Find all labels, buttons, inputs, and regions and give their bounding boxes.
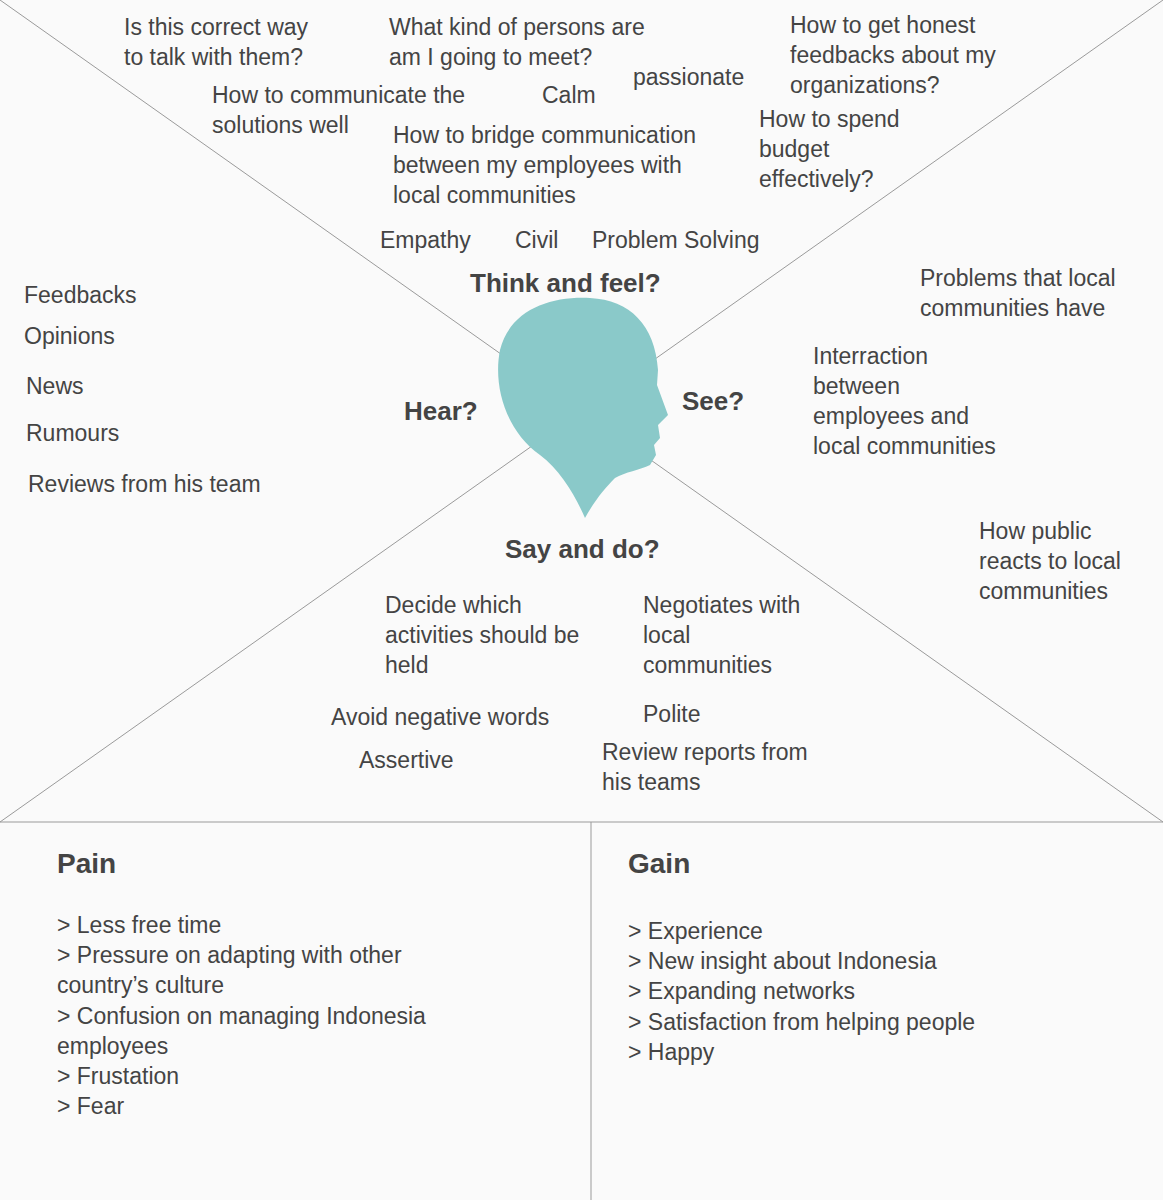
think-feel-quadrant: Think and feel? Is this correct way to ta…: [0, 0, 1163, 411]
map-note: > Fear: [57, 1091, 477, 1121]
map-note: Empathy: [380, 225, 500, 255]
map-note: How public reacts to local communities: [979, 516, 1139, 606]
map-note: Problem Solving: [592, 225, 782, 255]
map-note: Reviews from his team: [28, 469, 298, 499]
map-note: > Expanding networks: [628, 976, 1108, 1006]
map-note: How to bridge communication between my e…: [393, 120, 723, 210]
map-note: Avoid negative words: [331, 702, 581, 732]
say-do-quadrant: Say and do? Decide which activities shoul…: [0, 411, 1163, 822]
map-note: Polite: [643, 699, 763, 729]
map-note: What kind of persons are am I going to m…: [389, 12, 659, 72]
map-note: Rumours: [26, 418, 186, 448]
map-note: > Satisfaction from helping people: [628, 1007, 1108, 1037]
divider-line: [591, 822, 592, 1200]
map-note: > Experience: [628, 916, 1108, 946]
gain-box: Gain > Experience> New insight about Indo…: [591, 822, 1163, 1200]
map-note: Is this correct way to talk with them?: [124, 12, 319, 72]
map-note: Calm: [542, 80, 622, 110]
section-heading: Think and feel?: [470, 268, 661, 298]
map-note: How to spend budget effectively?: [759, 104, 909, 194]
hear-quadrant: Hear? FeedbacksOpinionsNewsRumoursReviews…: [0, 0, 581, 822]
map-note: Assertive: [359, 745, 509, 775]
map-note: News: [26, 371, 186, 401]
map-note: > Less free time: [57, 910, 477, 940]
map-note: passionate: [633, 62, 773, 92]
map-note: > Frustation: [57, 1061, 477, 1091]
map-note: > Confusion on managing Indonesia employ…: [57, 1001, 457, 1061]
section-heading: Say and do?: [505, 534, 660, 564]
map-note: Opinions: [24, 321, 184, 351]
section-heading: Pain: [57, 847, 116, 881]
map-note: Civil: [515, 225, 585, 255]
section-heading: Hear?: [404, 396, 478, 426]
diagonal-line: [0, 0, 1163, 822]
section-heading: See?: [682, 386, 744, 416]
map-note: > Happy: [628, 1037, 1108, 1067]
divider-line: [0, 822, 1163, 823]
map-note: Problems that local communities have: [920, 263, 1125, 323]
see-quadrant: See? Problems that local communities have…: [581, 0, 1163, 822]
map-note: > New insight about Indonesia: [628, 946, 1108, 976]
map-note: Feedbacks: [24, 280, 184, 310]
map-note: Negotiates with local communities: [643, 590, 813, 680]
map-note: > Pressure on adapting with other countr…: [57, 940, 457, 1000]
map-note: How to get honest feedbacks about my org…: [790, 10, 1005, 100]
map-note: Interraction between employees and local…: [813, 341, 1001, 461]
map-note: Review reports from his teams: [602, 737, 817, 797]
section-heading: Gain: [628, 847, 690, 881]
head-silhouette: [498, 298, 668, 518]
pain-box: Pain > Less free time> Pressure on adapti…: [0, 822, 591, 1200]
map-note: Decide which activities should be held: [385, 590, 590, 680]
diagonal-line: [0, 0, 1163, 822]
